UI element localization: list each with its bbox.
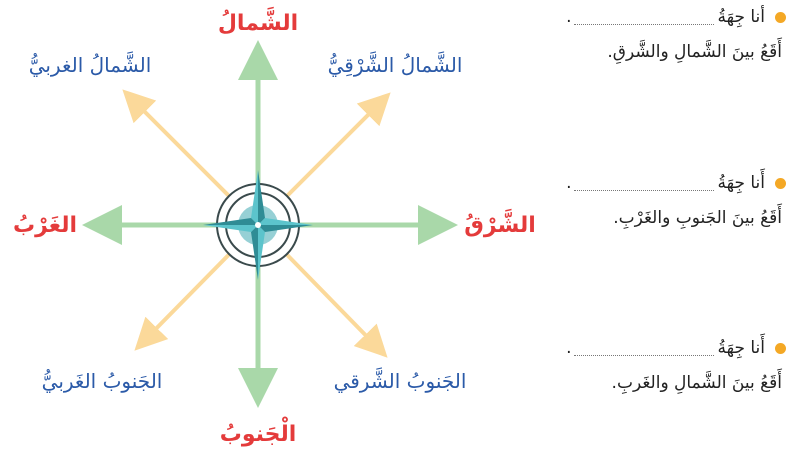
label-west: الغَرْبُ bbox=[13, 213, 77, 238]
label-northwest: الشَّمالُ الغربيُّ bbox=[29, 51, 152, 78]
bullet-icon bbox=[775, 177, 786, 189]
riddle-prefix: أنا جِهَةُ bbox=[717, 7, 766, 27]
riddle-clue: أَقَعُ بينَ الشَّمالِ والشَّرقِ. bbox=[607, 42, 782, 62]
bullet-icon bbox=[775, 342, 786, 354]
riddle-clue: أَقَعُ بينَ الشَّمالِ والغَربِ. bbox=[611, 373, 782, 393]
riddle-suffix: . bbox=[566, 173, 572, 193]
riddle-suffix: . bbox=[566, 338, 572, 358]
label-east: الشَّرْقُ bbox=[464, 208, 536, 238]
riddle-item: أَنا جِهَةُ . أَقَعُ بينَ الجَنوبِ والغَ… bbox=[532, 170, 786, 228]
compass-diagram: الشَّمالُ الْجَنوبُ الشَّرْقُ الغَرْبُ ا… bbox=[13, 6, 536, 447]
answer-blank[interactable] bbox=[573, 341, 714, 356]
riddle-prefix: أَنا جِهَةُ bbox=[717, 338, 766, 358]
label-southeast: الجَنوبُ الشَّرقي bbox=[334, 367, 467, 394]
riddle-suffix: . bbox=[566, 7, 572, 27]
bullet-icon bbox=[775, 11, 786, 23]
label-southwest: الجَنوبُ الغَربيُّ bbox=[42, 369, 163, 394]
compass-rose-icon bbox=[203, 170, 313, 280]
label-northeast: الشَّمالُ الشَّرْقِيُّ bbox=[328, 51, 463, 78]
label-north: الشَّمالُ bbox=[218, 6, 298, 36]
answer-blank[interactable] bbox=[573, 10, 714, 25]
riddle-item: أنا جِهَةُ . أَقَعُ بينَ الشَّمالِ والشَ… bbox=[532, 4, 786, 62]
riddle-prefix: أَنا جِهَةُ bbox=[717, 173, 766, 193]
label-south: الْجَنوبُ bbox=[220, 417, 297, 447]
riddle-clue: أَقَعُ بينَ الجَنوبِ والغَرْبِ. bbox=[613, 208, 782, 228]
riddle-item: أَنا جِهَةُ . أَقَعُ بينَ الشَّمالِ والغ… bbox=[532, 335, 786, 393]
answer-blank[interactable] bbox=[573, 176, 714, 191]
